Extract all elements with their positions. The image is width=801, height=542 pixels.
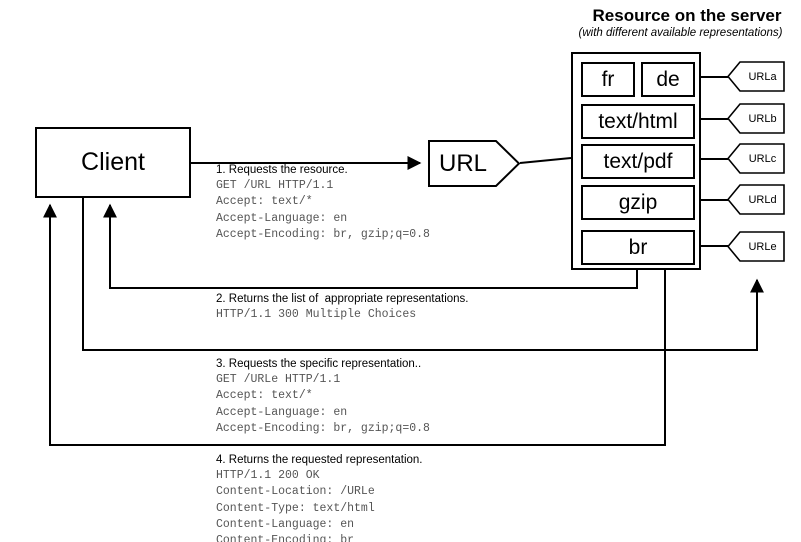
step-2-http-lines: HTTP/1.1 300 Multiple Choices — [216, 308, 417, 321]
step-4-annotation: 4. Returns the requested representation.… — [216, 454, 423, 542]
step-3-http-lines: GET /URLe HTTP/1.1 Accept: text/* Accept… — [216, 373, 430, 435]
step-3-annotation: 3. Requests the specific representation.… — [216, 358, 430, 437]
url-tag-d-shape — [727, 184, 785, 215]
representation-row-br[interactable]: br — [581, 230, 695, 265]
step-4-http-lines: HTTP/1.1 200 OK Content-Location: /URLe … — [216, 469, 375, 542]
representation-cell-br[interactable]: br — [581, 230, 695, 265]
client-label: Client — [81, 148, 145, 176]
url-tag-a-label: URLa — [748, 70, 777, 83]
wire-server-to-client-200 — [43, 203, 666, 446]
url-tag-urlb[interactable]: URLb — [727, 103, 785, 134]
url-tag-urld[interactable]: URLd — [727, 184, 785, 215]
step-4-title: 4. Returns the requested representation. — [216, 454, 423, 466]
server-panel-title: Resource on the server — [592, 6, 782, 25]
url-tag-b-shape — [727, 103, 785, 134]
url-tag-b-label: URLb — [748, 112, 777, 125]
step-3-title: 3. Requests the specific representation.… — [216, 358, 422, 370]
url-tag-a-shape — [727, 61, 785, 92]
step-1-annotation: 1. Requests the resource. GET /URL HTTP/… — [216, 164, 430, 243]
url-tag-e-shape — [727, 231, 785, 262]
step-2-annotation: 2. Returns the list of appropriate repre… — [216, 293, 469, 323]
representation-cell-fr[interactable]: fr — [581, 62, 635, 97]
url-node[interactable]: URL — [428, 140, 520, 187]
server-panel-subtitle: (with different available representation… — [578, 27, 783, 39]
url-tag-d-label: URLd — [748, 193, 777, 206]
url-tag-shape — [428, 140, 520, 187]
wire-server-to-client-300 — [103, 203, 638, 289]
representation-row-languages[interactable]: fr de — [581, 62, 695, 97]
representation-cell-de[interactable]: de — [641, 62, 695, 97]
step-1-http-lines: GET /URL HTTP/1.1 Accept: text/* Accept-… — [216, 179, 430, 241]
client-node[interactable]: Client — [35, 127, 191, 198]
url-tag-c-label: URLc — [748, 152, 777, 165]
url-tag-c-shape — [727, 143, 785, 174]
step-2-title: 2. Returns the list of appropriate repre… — [216, 293, 469, 305]
url-tag-urla[interactable]: URLa — [727, 61, 785, 92]
url-tag-urle[interactable]: URLe — [727, 231, 785, 262]
representation-row-gzip[interactable]: gzip — [581, 185, 695, 220]
representation-row-text-html[interactable]: text/html — [581, 104, 695, 139]
url-node-label: URL — [438, 149, 487, 177]
url-tag-e-label: URLe — [748, 240, 777, 253]
representation-cell-text-html[interactable]: text/html — [581, 104, 695, 139]
representation-cell-text-pdf[interactable]: text/pdf — [581, 144, 695, 179]
representation-row-text-pdf[interactable]: text/pdf — [581, 144, 695, 179]
wire-url-to-server — [519, 157, 572, 164]
server-resource-container: fr de text/html text/pdf gzip br — [571, 52, 701, 270]
step-1-title: 1. Requests the resource. — [216, 164, 348, 176]
wire-client-to-urle-request — [82, 198, 764, 351]
representation-cell-gzip[interactable]: gzip — [581, 185, 695, 220]
url-tag-urlc[interactable]: URLc — [727, 143, 785, 174]
